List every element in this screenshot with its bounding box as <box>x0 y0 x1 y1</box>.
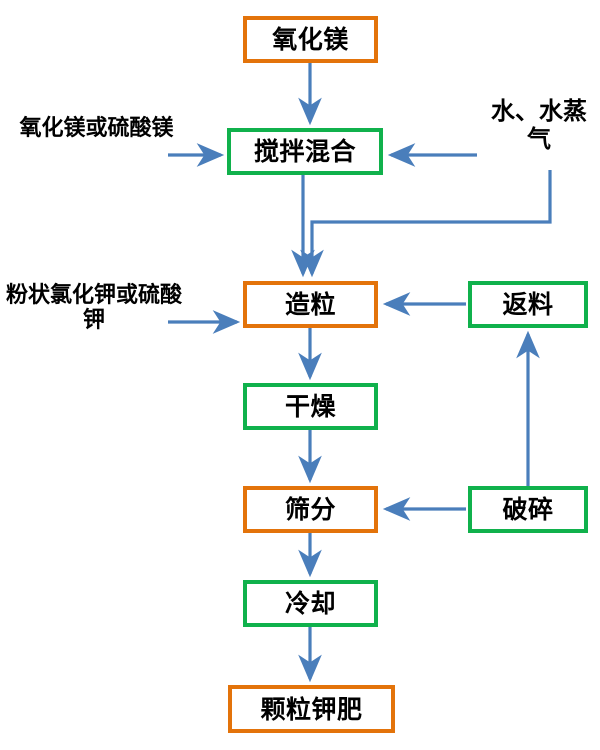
node-stir-mix[interactable]: 搅拌混合 <box>227 128 383 175</box>
node-label: 冷却 <box>284 589 336 618</box>
node-label: 搅拌混合 <box>253 137 356 166</box>
node-granulation[interactable]: 造粒 <box>243 281 378 328</box>
node-label: 破碎 <box>502 495 554 524</box>
node-drying[interactable]: 干燥 <box>243 383 378 430</box>
node-label: 造粒 <box>284 290 336 319</box>
label-feed-potassium-chloride-or-sulfate: 粉状氯化钾或硫酸钾 <box>5 283 182 334</box>
edge-water-to-granulate <box>300 170 552 278</box>
node-label: 氧化镁 <box>272 25 349 54</box>
node-label: 颗粒钾肥 <box>260 694 363 724</box>
label-feed-water-and-steam: 水、水蒸气 <box>491 97 587 153</box>
label-feed-magnesium-oxide-or-sulfate: 氧化镁或硫酸镁 <box>19 116 174 141</box>
node-magnesium-oxide[interactable]: 氧化镁 <box>243 16 378 63</box>
node-crushing[interactable]: 破碎 <box>468 486 588 533</box>
node-label: 筛分 <box>284 495 336 524</box>
node-label: 干燥 <box>284 392 336 421</box>
node-recycled-material[interactable]: 返料 <box>468 281 588 328</box>
node-cooling[interactable]: 冷却 <box>243 580 378 627</box>
node-label: 返料 <box>502 290 554 319</box>
node-granular-potash-fertilizer[interactable]: 颗粒钾肥 <box>228 685 395 733</box>
node-screening[interactable]: 筛分 <box>243 486 378 533</box>
